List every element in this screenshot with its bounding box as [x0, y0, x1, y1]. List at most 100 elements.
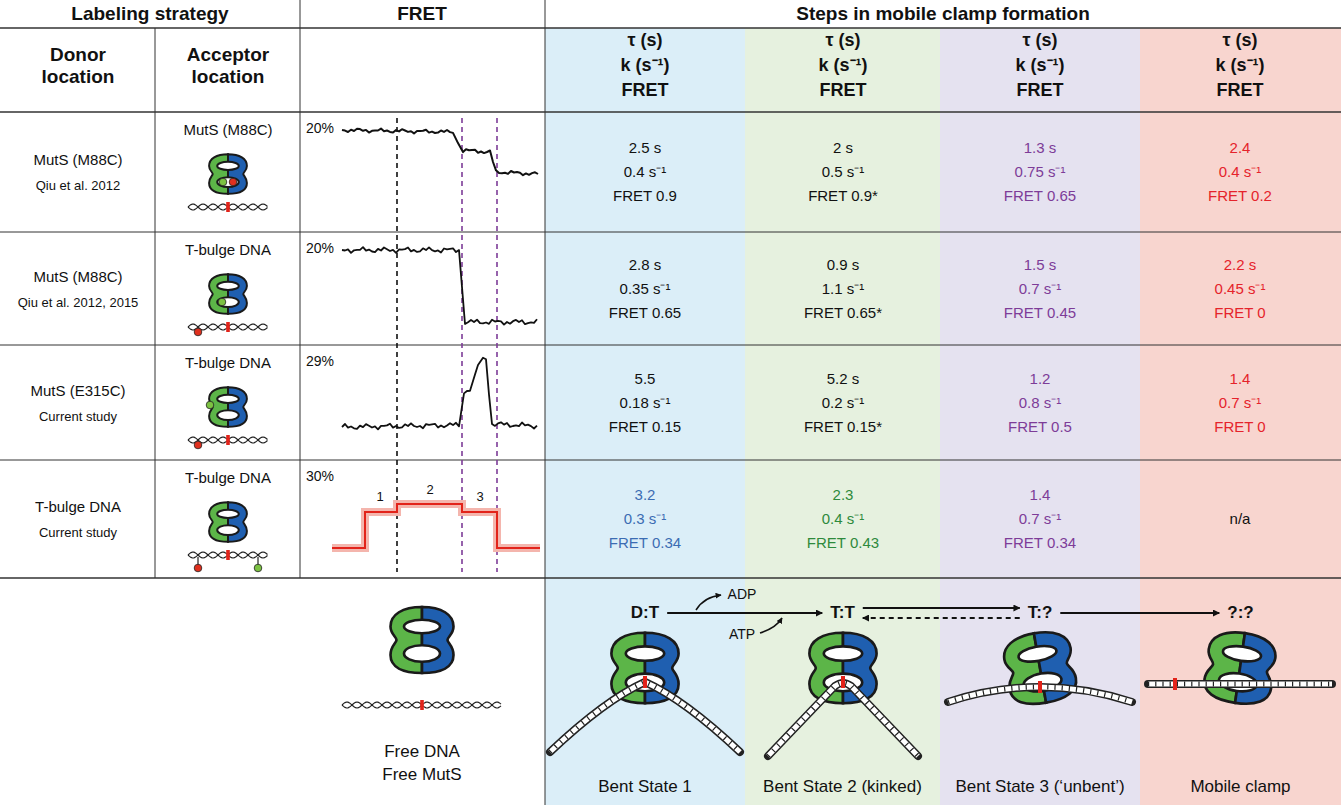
state-name: Bent State 1 — [560, 777, 730, 797]
table-cell: 2.3 — [833, 486, 854, 503]
t-bulge-mark — [643, 676, 647, 688]
callout-number: 3 — [476, 490, 483, 505]
dna-duplex — [550, 682, 740, 752]
muts-channel — [217, 395, 239, 403]
illustrations — [188, 129, 1332, 756]
table-cell: 0.45 s⁻¹ — [1215, 280, 1266, 297]
table-cell: 0.9 s — [827, 256, 860, 273]
fret-percentage: 20% — [306, 240, 334, 256]
table-cell: 0.5 s⁻¹ — [822, 163, 865, 180]
table-cell: 5.2 s — [827, 370, 860, 387]
column-header: FRET — [397, 3, 447, 25]
dna-duplex-core — [768, 683, 918, 756]
fret-trace — [342, 129, 538, 176]
muts-channel — [217, 162, 239, 170]
muts-icon — [1202, 628, 1278, 707]
table-cell: 0.8 s⁻¹ — [1019, 394, 1062, 411]
step-band — [1140, 28, 1341, 805]
reference-note: Current study — [8, 409, 148, 424]
state-name: Bent State 3 (‘unbent’) — [955, 777, 1125, 797]
step-band — [545, 28, 745, 805]
table-cell: 0.7 s⁻¹ — [1019, 510, 1062, 527]
muts-channel — [217, 282, 239, 290]
table-cell: FRET 0.43 — [807, 534, 879, 551]
table-cell: 1.1 s⁻¹ — [822, 280, 865, 297]
table-cell: 1.5 s — [1024, 256, 1057, 273]
adp-release-arrow — [696, 595, 721, 610]
donor-location: MutS (M88C) — [33, 151, 122, 168]
dna-twist — [550, 682, 740, 752]
column-subheader: k (s⁻¹) — [1215, 55, 1264, 76]
fluorophore-dot — [218, 298, 226, 306]
nucleotide-state-text: D:T — [631, 603, 659, 622]
table-cell: 1.3 s — [1024, 139, 1057, 156]
reference-note: Qiu et al. 2012, 2015 — [8, 295, 148, 310]
fret-trace-band — [332, 504, 540, 548]
fret-percentage: 30% — [306, 468, 334, 484]
nucleotide-state: T:? — [1022, 600, 1059, 626]
state-panel: Bent State 3 (‘unbent’) T:? — [940, 578, 1140, 805]
muts-subunit-b — [422, 607, 454, 673]
column-subheader: τ (s) — [825, 30, 860, 51]
fret-trace — [332, 504, 540, 548]
state-panel: Bent State 1 D:T — [545, 578, 745, 805]
table-cell: 1.4 — [1230, 370, 1251, 387]
table-cell: 0.2 s⁻¹ — [822, 394, 865, 411]
table-cell: FRET 0.45 — [1004, 304, 1076, 321]
column-subheader: τ (s) — [627, 30, 662, 51]
table-cell: 0.35 s⁻¹ — [620, 280, 671, 297]
table-cell: 2.5 s — [629, 139, 662, 156]
table-cell: 0.4 s⁻¹ — [624, 163, 667, 180]
table-cell: FRET 0.2 — [1208, 187, 1272, 204]
dna-twist — [768, 683, 918, 756]
table-cell: FRET 0.15 — [609, 418, 681, 435]
table-cell: FRET 0.65 — [609, 304, 681, 321]
callout-number: 2 — [426, 483, 433, 498]
state-label: Free DNA — [384, 742, 460, 762]
nucleotide-label: ADP — [728, 586, 757, 602]
muts-icon — [809, 633, 876, 703]
table-cell: n/a — [1230, 510, 1251, 527]
fret-percentage: 20% — [306, 120, 334, 136]
fret-trace — [342, 358, 537, 430]
muts-channel — [1222, 644, 1262, 664]
muts-channel — [404, 620, 440, 634]
donor-location: MutS (M88C) — [33, 268, 122, 285]
nucleotide-state: D:T — [625, 600, 665, 626]
t-bulge-mark — [226, 322, 230, 332]
column-header: Donor location — [18, 44, 138, 88]
acceptor-location: T-bulge DNA — [185, 241, 271, 258]
muts-channel — [217, 525, 239, 535]
column-subheader: FRET — [1017, 80, 1064, 101]
step-band — [940, 28, 1140, 805]
table-cell: 0.7 s⁻¹ — [1219, 394, 1262, 411]
callout-number: 1 — [376, 490, 383, 505]
state-name: Mobile clamp — [1156, 777, 1326, 797]
muts-icon — [1001, 628, 1079, 709]
state-label: Free MutS — [382, 765, 461, 785]
column-subheader: FRET — [820, 80, 867, 101]
table-cell: 0.75 s⁻¹ — [1015, 163, 1066, 180]
dna-duplex — [768, 683, 918, 756]
table-cell: FRET 0.9 — [613, 187, 677, 204]
column-subheader: k (s⁻¹) — [1015, 55, 1064, 76]
nucleotide-state: T:T — [824, 600, 861, 626]
fluorophore-dot — [219, 178, 227, 186]
table-cell: FRET 0.9* — [808, 187, 878, 204]
table-cell: 1.2 — [1030, 370, 1051, 387]
fluorophore-dot — [194, 564, 202, 572]
table-cell: FRET 0.15* — [804, 418, 882, 435]
column-subheader: k (s⁻¹) — [818, 55, 867, 76]
table-cell: 3.2 — [635, 486, 656, 503]
fluorophore-dot — [194, 328, 202, 336]
state-arrow — [863, 607, 1020, 609]
column-subheader: k (s⁻¹) — [620, 55, 669, 76]
atp-binding-arrow — [760, 618, 782, 633]
table-cell: 0.18 s⁻¹ — [620, 394, 671, 411]
column-subheader: τ (s) — [1222, 30, 1257, 51]
table-cell: 0.3 s⁻¹ — [624, 510, 667, 527]
state-arrow — [863, 617, 1020, 619]
table-cell: FRET 0.65 — [1004, 187, 1076, 204]
